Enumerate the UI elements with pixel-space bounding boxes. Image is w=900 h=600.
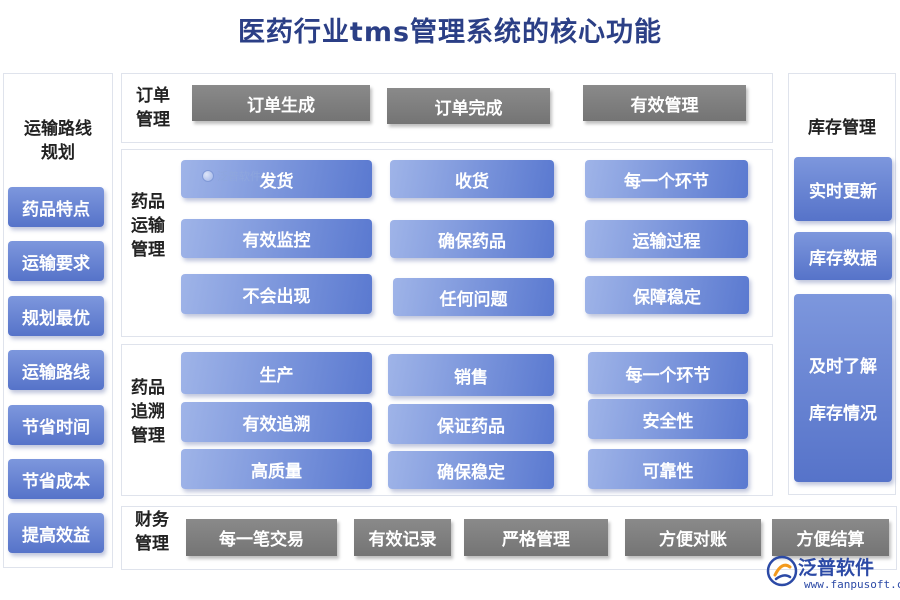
route-item-3: 规划最优 <box>8 296 104 336</box>
order-label: 订单 管理 <box>136 86 170 130</box>
brand-name: 泛普软件 <box>798 557 875 579</box>
transport-item-7: 不会出现 <box>181 274 372 314</box>
finance-item-3: 严格管理 <box>464 519 608 556</box>
transport-item-2: 收货 <box>390 160 554 198</box>
brand-watermark: 泛普软件 www.fanpusoft.com <box>764 553 900 598</box>
trace-item-2: 销售 <box>388 354 554 396</box>
transport-item-3: 每一个环节 <box>585 160 748 198</box>
order-item-1: 订单生成 <box>192 85 370 121</box>
watermark-logo-icon <box>202 170 214 182</box>
transport-item-9: 保障稳定 <box>585 276 749 314</box>
inventory-label: 库存管理 <box>808 118 876 138</box>
trace-item-9: 可靠性 <box>588 449 748 489</box>
transport-label: 药品 运输 管理 <box>131 192 165 260</box>
finance-item-2: 有效记录 <box>354 519 451 556</box>
finance-label: 财务 管理 <box>135 510 169 554</box>
transport-item-4: 有效监控 <box>181 219 372 258</box>
watermark-small: 泛普软件 <box>202 168 261 184</box>
trace-item-5: 保证药品 <box>388 404 554 444</box>
inventory-detail: 及时了解 库存情况 <box>794 294 892 482</box>
route-item-4: 运输路线 <box>8 350 104 390</box>
order-item-2: 订单完成 <box>387 88 550 124</box>
inventory-detail-line2: 库存情况 <box>809 404 877 424</box>
trace-item-6: 安全性 <box>588 399 748 439</box>
finance-item-4: 方便对账 <box>625 519 761 556</box>
route-item-7: 提高效益 <box>8 513 104 553</box>
inventory-item-2: 库存数据 <box>794 232 892 280</box>
brand-logo-icon <box>766 555 798 587</box>
trace-item-1: 生产 <box>181 352 372 394</box>
finance-item-5: 方便结算 <box>772 519 889 556</box>
watermark-small-text: 泛普软件 <box>217 170 261 183</box>
transport-item-8: 任何问题 <box>393 278 554 316</box>
order-item-3: 有效管理 <box>583 85 746 121</box>
route-item-5: 节省时间 <box>8 405 104 445</box>
route-item-6: 节省成本 <box>8 459 104 499</box>
inventory-detail-line1: 及时了解 <box>809 357 877 377</box>
brand-url: www.fanpusoft.com <box>804 578 900 591</box>
transport-item-6: 运输过程 <box>585 220 748 258</box>
page-title: 医药行业tms管理系统的核心功能 <box>237 17 663 48</box>
trace-item-4: 有效追溯 <box>181 402 372 442</box>
trace-item-8: 确保稳定 <box>388 451 554 489</box>
route-item-2: 运输要求 <box>8 241 104 281</box>
inventory-item-1: 实时更新 <box>794 157 892 221</box>
transport-item-5: 确保药品 <box>390 220 554 258</box>
route-planning-label: 运输路线 规划 <box>24 119 92 163</box>
trace-label: 药品 追溯 管理 <box>131 378 165 446</box>
finance-item-1: 每一笔交易 <box>186 519 337 556</box>
route-item-1: 药品特点 <box>8 187 104 227</box>
trace-item-3: 每一个环节 <box>588 352 748 394</box>
trace-item-7: 高质量 <box>181 449 372 489</box>
